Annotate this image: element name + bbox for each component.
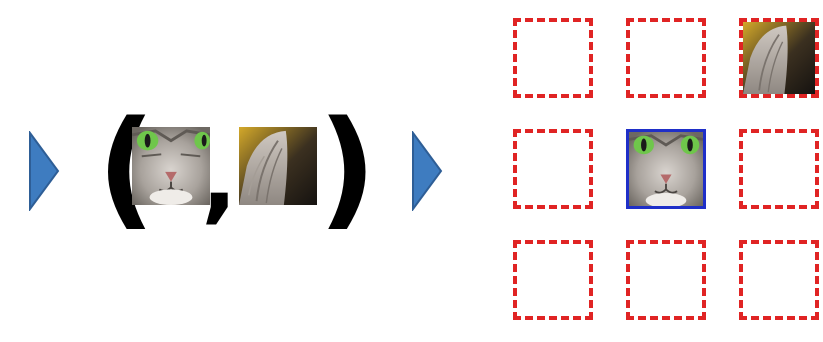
grid-cell-bottom-left (513, 240, 593, 320)
cat-ear-patch-icon (743, 22, 815, 94)
grid-cell-middle-right (739, 129, 819, 209)
comma-separator: , (201, 122, 238, 234)
cat-face-center-patch-icon (629, 132, 703, 206)
cat-face-center-patch-icon (132, 126, 210, 206)
cat-ear-patch-icon (238, 127, 318, 205)
grid-cell-bottom-right (739, 240, 819, 320)
grid-cell-bottom-center (626, 240, 706, 320)
arrow-right-icon (29, 131, 60, 211)
close-parenthesis: ) (318, 94, 377, 243)
grid-cell-top-left (513, 18, 593, 98)
grid-cell-center (626, 129, 706, 209)
grid-cell-middle-left (513, 129, 593, 209)
arrow-right-icon (412, 131, 443, 211)
grid-cell-top-right (739, 18, 819, 98)
grid-cell-top-center (626, 18, 706, 98)
